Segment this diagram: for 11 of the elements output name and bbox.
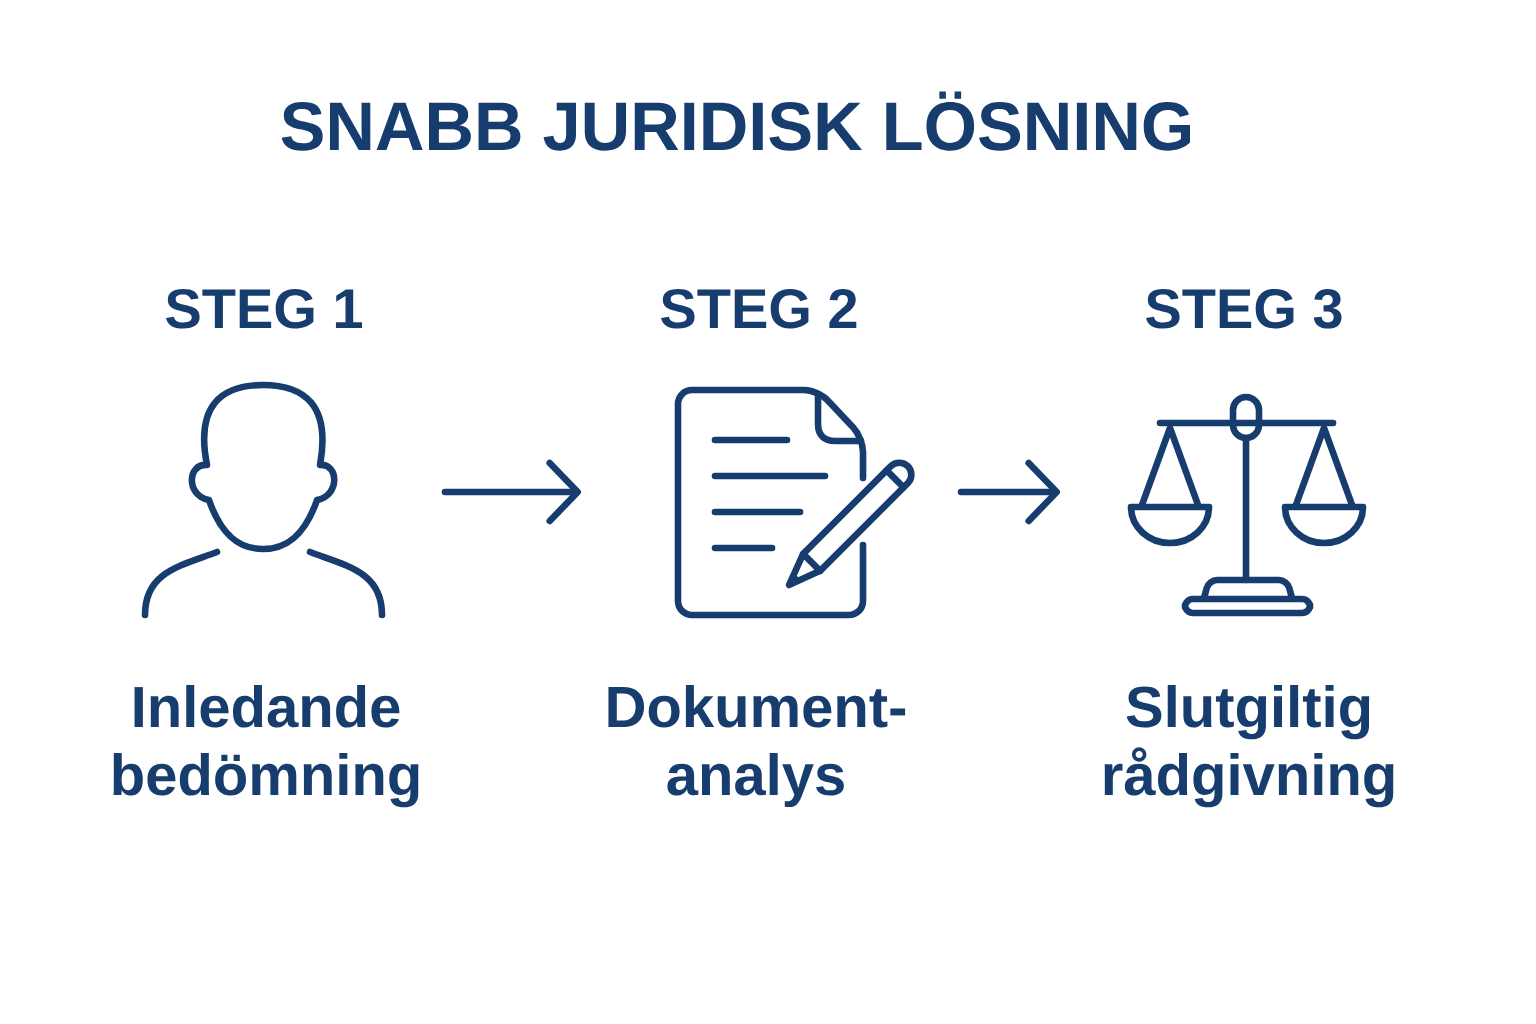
title: SNABB JURIDISK LÖSNING <box>281 91 1190 151</box>
step-caption: Slutgiltig rådgivning <box>1104 684 1394 808</box>
step-label: STEG 2 <box>661 288 857 329</box>
person-icon <box>141 381 386 619</box>
step-caption: Dokument- analys <box>608 684 906 808</box>
arrow <box>441 459 581 525</box>
step-label: STEG 3 <box>1146 288 1342 329</box>
scales-icon <box>1127 393 1367 617</box>
document-pencil-icon <box>674 386 915 619</box>
step-label: STEG 1 <box>166 288 362 329</box>
step-caption: Inledande bedömning <box>113 684 419 808</box>
